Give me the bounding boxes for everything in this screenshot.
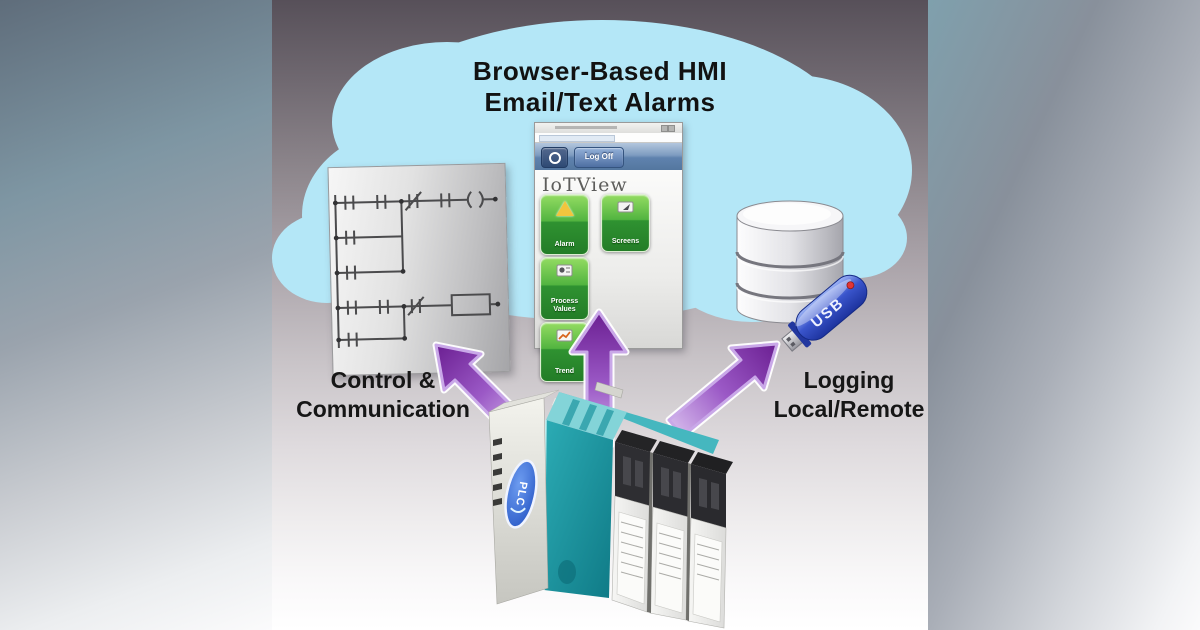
browser-titlebar [535,123,682,133]
screens-button[interactable]: Screens [601,194,650,252]
browser-address-bar[interactable] [535,133,682,143]
diagram-title: Browser-Based HMI Email/Text Alarms [272,56,928,118]
database-icon [735,200,845,324]
plc-logo-badge: PLC [504,459,538,529]
left-gradient-panel [0,0,272,630]
ladder-logic-drawing [332,190,501,349]
plc-cpu [543,392,627,598]
process-values-button[interactable]: Process Values [540,257,589,320]
plc-system-diagram: Browser-Based HMI Email/Text Alarms [272,0,928,630]
back-icon [548,151,561,164]
app-title: IoTView [542,174,628,196]
title-line-1: Browser-Based HMI [472,56,728,86]
control-communication-label: Control & Communication [296,367,470,422]
close-icon[interactable] [668,125,675,132]
back-button[interactable] [541,147,568,168]
alarm-triangle-icon [555,201,574,216]
trend-button[interactable]: Trend [540,322,589,382]
trend-chart-icon [556,329,572,342]
plc-power-supply: PLC [488,389,560,605]
hmi-browser-window: Log Off IoTView Alarm Screens [534,122,683,382]
screens-icon [617,201,633,213]
address-field[interactable] [539,135,615,142]
right-gradient-panel [928,0,1200,630]
svg-text:PLC: PLC [513,481,529,508]
logoff-button[interactable]: Log Off [574,147,624,168]
process-values-icon [556,264,572,277]
hmi-toolbar: Log Off [535,143,682,171]
browser-title-text [555,126,617,129]
logging-label: Logging Local/Remote [773,367,925,422]
plc-hardware: PLC [488,382,733,629]
title-line-2: Email/Text Alarms [484,87,716,117]
minimize-icon[interactable] [661,125,668,132]
io-modules [611,430,733,629]
alarm-button[interactable]: Alarm [540,194,589,255]
ladder-logic-panel [327,162,511,377]
